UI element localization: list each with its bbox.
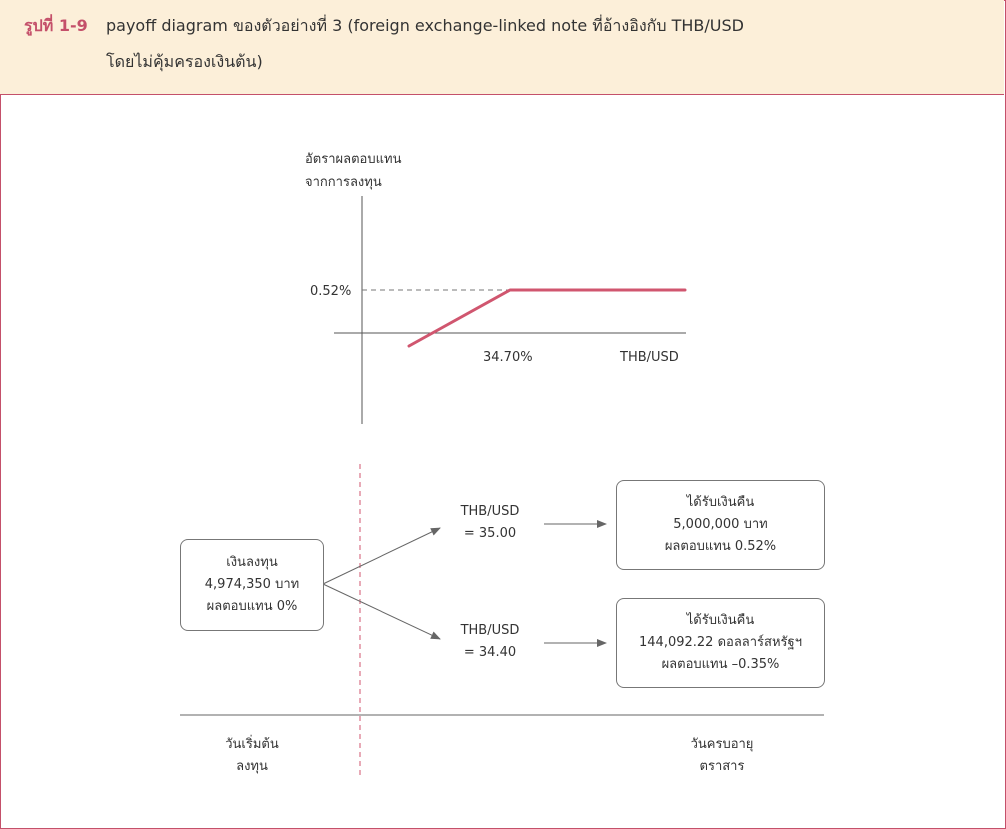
upper-condition-pair: THB/USD xyxy=(460,504,520,519)
branch-arrow-up xyxy=(322,527,441,585)
y-tick-label: 0.52% xyxy=(310,284,351,299)
upper-result-return: ผลตอบแทน 0.52% xyxy=(664,539,777,554)
figure-title-line2: โดยไม่คุ้มครองเงินต้น) xyxy=(106,52,263,71)
figure-label: รูปที่ 1-9 xyxy=(24,16,88,35)
figure-title-line1: payoff diagram ของตัวอย่างที่ 3 (foreign… xyxy=(106,16,744,35)
start-date-line1: วันเริ่มต้น xyxy=(225,737,279,752)
start-date-line2: ลงทุน xyxy=(236,759,268,774)
lower-condition-rate: = 34.40 xyxy=(463,645,517,660)
upper-result-amount: 5,000,000 บาท xyxy=(673,517,768,532)
investment-return: ผลตอบแทน 0% xyxy=(206,599,298,614)
maturity-date-line2: ตราสาร xyxy=(699,759,745,774)
figure-header: รูปที่ 1-9 payoff diagram ของตัวอย่างที่… xyxy=(0,0,1004,95)
lower-result-amount: 144,092.22 ดอลลาร์สหรัฐฯ xyxy=(639,635,802,650)
lower-condition-label: THB/USD = 34.40 xyxy=(436,620,544,664)
upper-condition-label: THB/USD = 35.00 xyxy=(436,501,544,545)
upper-result-title: ได้รับเงินคืน xyxy=(686,495,755,510)
initial-investment-box: เงินลงทุน 4,974,350 บาท ผลตอบแทน 0% xyxy=(180,539,324,631)
y-axis-label-line2: จากการลงทุน xyxy=(305,175,382,190)
branch-arrow-down xyxy=(322,583,441,640)
investment-label: เงินลงทุน xyxy=(226,555,278,570)
upper-condition-rate: = 35.00 xyxy=(463,526,517,541)
lower-result-return: ผลตอบแทน –0.35% xyxy=(661,657,780,672)
x-tick-label: 34.70% xyxy=(483,350,533,365)
payoff-line xyxy=(407,288,687,348)
investment-amount: 4,974,350 บาท xyxy=(204,577,300,592)
y-axis-label-line1: อัตราผลตอบแทน xyxy=(305,152,402,167)
start-date-label: วันเริ่มต้น ลงทุน xyxy=(200,734,304,778)
x-axis-label: THB/USD xyxy=(619,350,679,365)
upper-result-box: ได้รับเงินคืน 5,000,000 บาท ผลตอบแทน 0.5… xyxy=(616,480,825,570)
maturity-date-line1: วันครบอายุ xyxy=(690,737,754,752)
lower-result-title: ได้รับเงินคืน xyxy=(686,613,755,628)
lower-result-box: ได้รับเงินคืน 144,092.22 ดอลลาร์สหรัฐฯ ผ… xyxy=(616,598,825,688)
maturity-date-label: วันครบอายุ ตราสาร xyxy=(660,734,784,778)
lower-condition-pair: THB/USD xyxy=(460,623,520,638)
